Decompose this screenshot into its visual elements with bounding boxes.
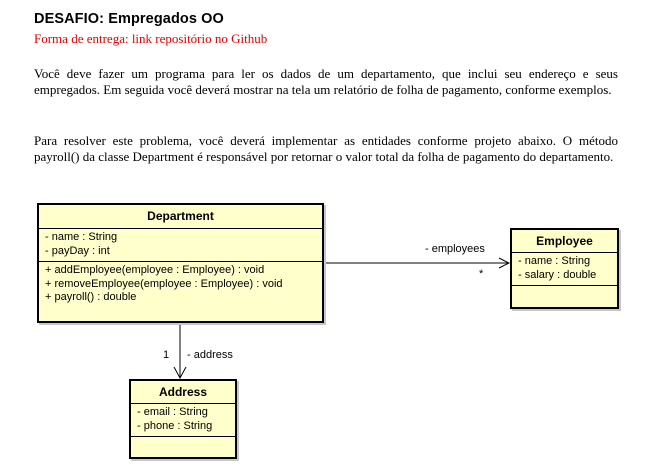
employees-multiplicity-label: * <box>479 268 484 280</box>
employee-class: Employee - name : String - salary : doub… <box>510 228 619 309</box>
page-title: DESAFIO: Empregados OO <box>34 11 224 27</box>
department-method-payroll: + payroll() : double <box>45 291 137 303</box>
delivery-subtitle: Forma de entrega: link repositório no Gi… <box>34 31 268 46</box>
employees-role-label: - employees <box>425 243 485 255</box>
employee-attributes: - name : String - salary : double <box>512 253 617 286</box>
employee-attr-name: - name : String <box>518 255 591 267</box>
employee-attr-salary: - salary : double <box>518 268 597 281</box>
department-attributes: - name : String - payDay : int <box>39 229 322 262</box>
address-attr-phone: - phone : String <box>137 419 213 432</box>
instructions-paragraph: Para resolver este problema, você deverá… <box>34 133 618 164</box>
department-method-add-employee: + addEmployee(employee : Employee) : voi… <box>45 264 265 276</box>
address-multiplicity-label: 1 <box>163 349 170 361</box>
address-arrowhead <box>173 366 187 380</box>
department-class-name: Department <box>39 205 322 229</box>
employees-arrowhead <box>498 257 511 269</box>
address-attributes: - email : String - phone : String <box>131 404 235 437</box>
address-attr-email: - email : String <box>137 406 208 418</box>
department-class: Department - name : String - payDay : in… <box>37 203 324 323</box>
address-role-label: - address <box>187 349 233 361</box>
address-class-name: Address <box>131 381 235 404</box>
department-attr-name: - name : String <box>45 231 118 243</box>
department-method-remove-employee: + removeEmployee(employee : Employee) : … <box>45 277 283 290</box>
employee-methods <box>512 286 617 291</box>
employee-class-name: Employee <box>512 230 617 253</box>
department-attr-payday: - payDay : int <box>45 244 110 257</box>
intro-paragraph: Você deve fazer um programa para ler os … <box>34 66 618 97</box>
address-class: Address - email : String - phone : Strin… <box>129 379 237 459</box>
department-methods: + addEmployee(employee : Employee) : voi… <box>39 262 322 308</box>
address-methods <box>131 437 235 442</box>
